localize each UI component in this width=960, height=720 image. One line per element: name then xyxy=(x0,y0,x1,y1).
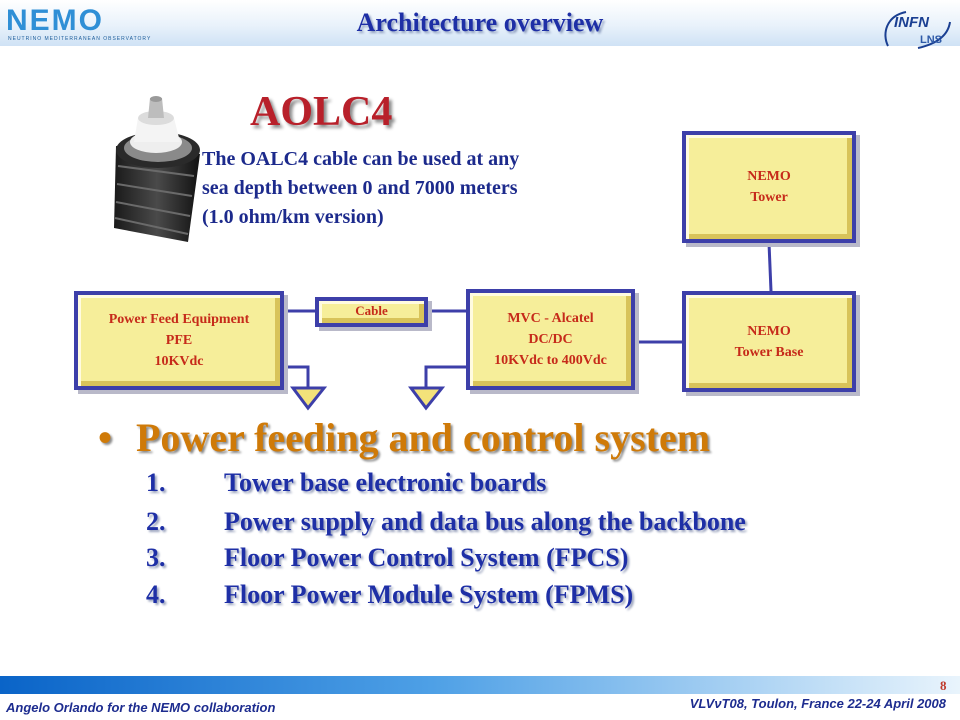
cable-description-line: (1.0 ohm/km version) xyxy=(202,206,384,228)
list-item: 1. Tower base electronic boards xyxy=(146,468,546,498)
ground-symbol-pfe xyxy=(290,386,328,411)
bullet-dot-icon: • xyxy=(98,415,113,460)
box-label: Tower xyxy=(750,190,788,205)
footer-band xyxy=(0,676,960,694)
nemo-tower-box: NEMO Tower xyxy=(682,131,856,243)
page-number: 8 xyxy=(940,678,947,693)
list-item-text: Floor Power Module System (FPMS) xyxy=(224,580,634,609)
header-band xyxy=(0,0,960,46)
box-label: NEMO xyxy=(747,323,791,339)
list-item-text: Floor Power Control System (FPCS) xyxy=(224,543,629,572)
footer-author: Angelo Orlando for the NEMO collaboratio… xyxy=(6,700,276,715)
list-item-text: Tower base electronic boards xyxy=(224,468,547,497)
box-label: PFE xyxy=(165,333,193,348)
main-bullet: • Power feeding and control system xyxy=(98,414,710,461)
cable-heading: AOLC4 xyxy=(250,89,393,135)
ground-wire-pfe xyxy=(284,365,310,388)
cable-description-line: The OALC4 cable can be used at any xyxy=(202,148,520,170)
box-label: 10KVdc xyxy=(154,354,204,369)
infn-logo-text: INFN xyxy=(894,14,929,31)
list-item: 3. Floor Power Control System (FPCS) xyxy=(146,543,628,573)
box-label: 10KVdc to 400Vdc xyxy=(494,353,607,368)
box-label: NEMO xyxy=(747,169,791,184)
infn-swoosh-icon xyxy=(884,11,951,49)
list-item-text: Power supply and data bus along the back… xyxy=(224,507,746,536)
nemo-logo-subtitle: NEUTRINO MEDITERRANEAN OBSERVATORY xyxy=(8,36,152,42)
cable-cross-section-icon xyxy=(114,96,200,242)
box-label: Power Feed Equipment xyxy=(108,312,250,327)
list-item-number: 3. xyxy=(146,543,166,572)
nemo-logo-text: NEMO xyxy=(6,4,104,37)
cable-description-line: sea depth between 0 and 7000 meters xyxy=(202,177,518,199)
footer-conference: VLVνT08, Toulon, France 22-24 April 2008 xyxy=(689,696,946,711)
box-label: Tower Base xyxy=(734,344,804,360)
cable-box: Cable xyxy=(315,297,428,327)
slide-title: Architecture overview xyxy=(356,8,604,37)
box-label: MVC - Alcatel xyxy=(507,311,594,326)
box-label: Cable xyxy=(355,303,388,318)
list-item-number: 4. xyxy=(146,580,166,609)
power-feed-equipment-box: Power Feed Equipment PFE 10KVdc xyxy=(74,291,284,390)
list-item: 2. Power supply and data bus along the ba… xyxy=(146,507,746,537)
infn-logo: INFN LNS xyxy=(876,6,956,50)
nemo-logo: NEMO NEUTRINO MEDITERRANEAN OBSERVATORY xyxy=(6,6,166,44)
cable-description: The OALC4 cable can be used at any sea d… xyxy=(202,145,519,232)
nemo-tower-base-box: NEMO Tower Base xyxy=(682,291,856,392)
box-label: DC/DC xyxy=(528,332,573,347)
ground-wire-mvc xyxy=(424,365,466,388)
lns-logo-text: LNS xyxy=(920,34,942,46)
mvc-alcatel-box: MVC - Alcatel DC/DC 10KVdc to 400Vdc xyxy=(466,289,635,390)
main-bullet-text: Power feeding and control system xyxy=(136,415,711,460)
list-item-number: 1. xyxy=(146,468,166,497)
connector-tower-base xyxy=(767,242,773,292)
list-item-number: 2. xyxy=(146,507,166,536)
ground-symbol-mvc xyxy=(408,386,446,411)
list-item: 4. Floor Power Module System (FPMS) xyxy=(146,580,633,610)
